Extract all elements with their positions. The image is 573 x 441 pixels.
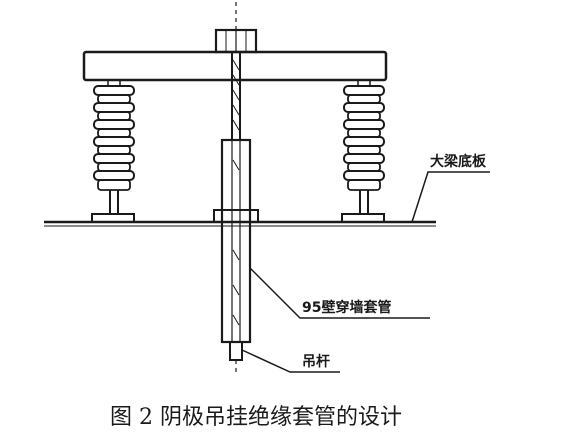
insulating-sleeve: [213, 138, 259, 344]
leader-sleeve: [249, 267, 430, 319]
label-cathode-plate: 大梁底板: [430, 153, 487, 170]
hanger-rod-lower: [229, 341, 243, 376]
leader-hanger: [241, 349, 340, 373]
label-sleeve: 95壁穿墙套管: [302, 299, 391, 316]
left-insulator: [91, 79, 135, 223]
label-hanger: 吊杆: [302, 353, 330, 370]
leader-cathode-plate: [411, 171, 490, 223]
hanger-rod-upper: [231, 52, 241, 140]
top-crossbeam: [82, 50, 388, 82]
top-nut: [214, 28, 258, 54]
right-insulator: [341, 79, 385, 223]
figure-caption: 图 2 阴极吊挂绝缘套管的设计: [110, 405, 402, 430]
